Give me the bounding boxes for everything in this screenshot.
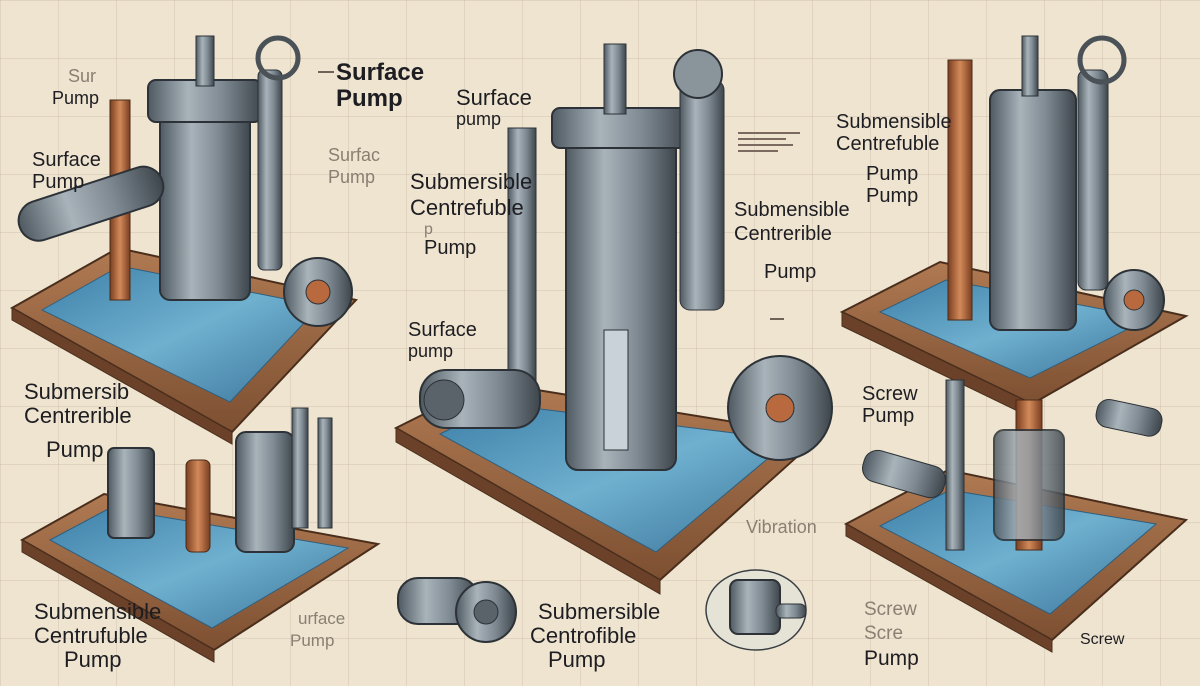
label-surface-center: Surface: [456, 85, 532, 110]
label-centrefuble-center: Centrefuble: [410, 195, 524, 220]
impeller-part: [397, 577, 517, 643]
decorative-bars: [738, 132, 800, 152]
label-submensible-right: Submensible: [836, 111, 952, 133]
label-surface-main: Surface: [336, 59, 425, 86]
surface-pump-top-left: [17, 35, 353, 327]
label-centrerible-center-right: Centrerible: [734, 223, 832, 245]
label-centrefuble-right: Centrefuble: [836, 133, 940, 155]
label-urface: urface: [298, 609, 346, 628]
label-pump-top-left: Pump: [52, 88, 100, 108]
label-screw-corner: Screw: [1080, 631, 1125, 648]
label-submersible-bottom-center: Submersible: [538, 599, 661, 624]
label-submensible-center-right: Submensible: [734, 199, 850, 221]
label-pump-main: Pump: [336, 85, 403, 112]
label-pump-faded: Pump: [328, 167, 376, 187]
label-pump-left-mid: Pump: [46, 437, 104, 462]
label-pump-bottom-center: Pump: [548, 647, 606, 672]
base-center: [393, 380, 823, 595]
label-surface-left: Surface: [32, 149, 101, 171]
vibration-pump-part: [705, 569, 807, 651]
base-top-left: [9, 246, 358, 445]
submersible-pump-center: [419, 43, 833, 471]
label-p-faded: p: [424, 221, 433, 238]
label-pump-right-1: Pump: [866, 163, 919, 185]
label-centrerible-left: Centrerible: [24, 403, 132, 428]
label-centrufuble-bottom-left: Centrufuble: [34, 623, 148, 648]
label-submersib-left: Submersib: [24, 379, 130, 404]
label-pump-right-2: Pump: [866, 185, 919, 207]
pumps-bottom-left: [107, 407, 333, 553]
label-submersible-center: Submersible: [410, 169, 533, 194]
label-screw-right: Screw: [862, 383, 918, 405]
label-pump-center-top: pump: [456, 109, 502, 129]
label-sur: Sur: [68, 66, 97, 86]
label-pump-center-right: Pump: [764, 261, 817, 283]
label-submensible-bottom-left: Submensible: [34, 599, 162, 624]
label-vibration: Vibration: [746, 517, 817, 537]
label-pump-left: Pump: [32, 171, 85, 193]
label-pump-bottom-right: Pump: [864, 647, 919, 670]
label-screw-bottom-right: Screw: [864, 599, 917, 620]
label-pump-screw-right: Pump: [862, 405, 915, 427]
label-surface-center-low: Surface: [408, 319, 477, 341]
submersible-pump-top-right: [947, 35, 1165, 331]
label-pump-center-low: pump: [408, 341, 454, 361]
leader-line-2: [770, 318, 784, 320]
label-surfac: Surfac: [328, 145, 381, 165]
label-pump-urface: Pump: [290, 631, 335, 650]
label-pump-center-mid: Pump: [424, 237, 477, 259]
screw-pump-bottom-right: [862, 379, 1163, 551]
label-scre-bottom-right: Scre: [864, 623, 904, 644]
leader-line-1: [318, 71, 334, 73]
label-centrofible-bottom-center: Centrofible: [530, 623, 637, 648]
label-pump-bottom-left: Pump: [64, 647, 122, 672]
